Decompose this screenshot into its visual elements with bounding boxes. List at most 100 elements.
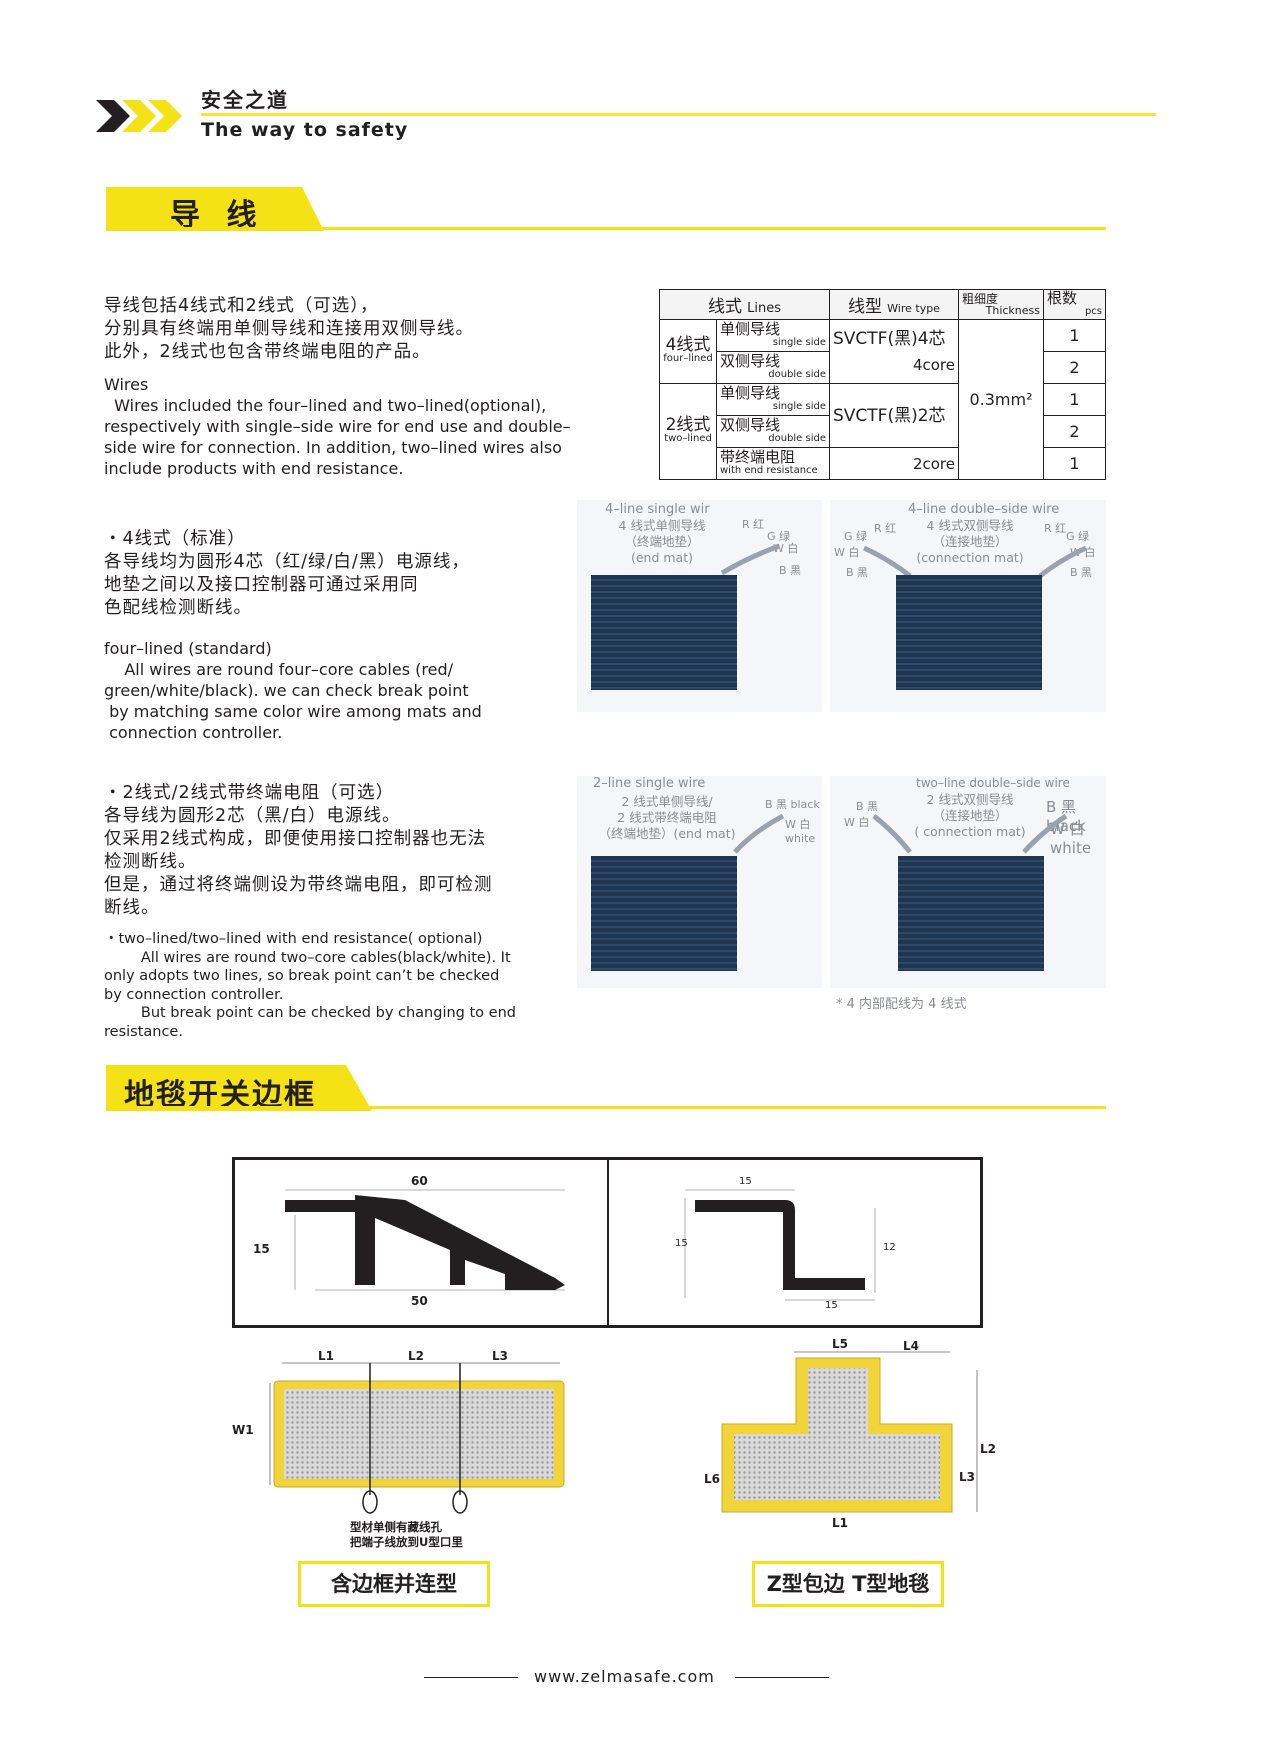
two-zh-5: 但是，通过将终端侧设为带终端电阻，即可检测 [104, 875, 493, 895]
wire-r-label: R 红 [742, 518, 765, 531]
wire-b-label: B 黑 [856, 800, 879, 813]
header-rule [201, 113, 1156, 116]
intro-en-1: Wires included the four–lined and two–li… [104, 396, 547, 415]
mat2-caption: 4–line double–side wire [908, 502, 1060, 517]
section-bar-frame [106, 1065, 372, 1111]
row1-pcs: 1 [1043, 319, 1106, 352]
mat-image-two-single: 2–line single wire 2 线式单侧导线/2 线式带终端电阻（终端… [577, 776, 822, 988]
wire-b-label: B 黑 [779, 564, 802, 577]
mat3-caption: 2–line single wire [593, 776, 706, 791]
two-zh-6: 断线。 [104, 898, 160, 918]
two-lined-text: ・2线式/2线式带终端电阻（可选） 各导线为圆形2芯（黑/白）电源线。 仅采用2… [104, 782, 584, 1041]
wire-g-label: G 绿 [767, 530, 791, 543]
wire-w-label-right: W 白 [1070, 546, 1096, 559]
four-zh-3: 地垫之间以及接口控制器可通过采用同 [104, 575, 419, 595]
four-en-1: four–lined (standard) [104, 639, 272, 658]
wire-b-label-right: B 黑 [1070, 566, 1093, 579]
t-l1: L1 [832, 1516, 848, 1530]
mat-image-two-double: two–line double–side wire 2 线式双侧导线（连接地垫）… [830, 776, 1106, 988]
mat4-caption: two–line double–side wire [916, 776, 1070, 790]
th-type: 线型 Wire type [829, 289, 959, 320]
wire-b-label: B 黑 [846, 566, 869, 579]
mat-panel [591, 856, 737, 971]
row4-pcs: 2 [1043, 415, 1106, 448]
intro-en-4: include products with end resistance. [104, 459, 404, 478]
two-type-cell: SVCTF(黑)2芯 [829, 383, 959, 448]
terminal-loops-icon [362, 1490, 468, 1514]
wire-g-label-right: G 绿 [1066, 530, 1090, 543]
profile-right-drawing [684, 1189, 876, 1301]
caption-t-mat: Z型包边 T型地毯 [752, 1561, 944, 1607]
t-l4: L4 [903, 1339, 919, 1353]
brand-title-zh: 安全之道 [201, 88, 289, 112]
mat1-caption: 4–line single wir [605, 502, 710, 517]
intro-en-title: Wires [104, 375, 149, 394]
mat-panel [898, 856, 1044, 971]
section-rule-frame [106, 1106, 1106, 1109]
rect-l2: L2 [408, 1349, 424, 1363]
dim-r-bottom: 15 [825, 1300, 838, 1311]
mat-image-four-single: 4–line single wir 4 线式单侧导线（终端地垫）(end mat… [577, 500, 822, 712]
t-l3: L3 [959, 1470, 975, 1484]
rect-w1: W1 [232, 1423, 254, 1437]
intro-zh-1: 导线包括4线式和2线式（可选）， [104, 296, 379, 316]
thickness-cell: 0.3mm² [958, 319, 1044, 480]
wire-r-label-right: R 红 [1044, 522, 1067, 535]
intro-zh-3: 此外，2线式也包含带终端电阻的产品。 [104, 342, 431, 362]
two-en-3: only adopts two lines, so break point ca… [104, 968, 500, 984]
cable-icon [872, 813, 1068, 854]
four-en-5: connection controller. [104, 723, 283, 742]
wire-w-white-label: W 白 white [1050, 820, 1092, 857]
section-rule-wires [106, 227, 1106, 230]
t-l2: L2 [980, 1442, 996, 1456]
four-zh-4: 色配线检测断线。 [104, 598, 252, 618]
divider [607, 1160, 609, 1325]
two-zh-2: 各导线为圆形2芯（黑/白）电源线。 [104, 806, 401, 826]
dim-bottom: 50 [411, 1294, 428, 1308]
dim-r-right: 12 [883, 1242, 896, 1253]
wire-g-label: G 绿 [844, 530, 868, 543]
cable-icon [862, 545, 1088, 578]
dim-r-left: 15 [675, 1238, 688, 1249]
intro-en-2: respectively with single–side wire for e… [104, 417, 571, 436]
wire-b-black-label: B 黑 black [765, 798, 820, 811]
two-en-2: All wires are round two–core cables(blac… [104, 949, 511, 966]
footer-url[interactable]: www.zelmasafe.com [534, 1667, 715, 1686]
two-en-6: resistance. [104, 1023, 183, 1040]
th-lines: 线式 Lines [659, 289, 830, 320]
mat3-label: 2 线式单侧导线/2 线式带终端电阻（终端地垫）(end mat) [598, 794, 736, 841]
t-l6: L6 [704, 1472, 720, 1486]
t-mat-drawing [721, 1351, 978, 1513]
intro-zh-2: 分别具有终端用单侧导线和连接用双侧导线。 [104, 319, 474, 339]
two-zh-4: 检测断线。 [104, 852, 197, 872]
four-lined-text: ・4线式（标准） 各导线均为圆形4芯（红/绿/白/黑）电源线， 地垫之间以及接口… [104, 528, 584, 743]
four-en-3: green/white/black). we can check break p… [104, 681, 469, 700]
rect-note: 型材单侧有藏线孔 把端子线放到U型口里 [350, 1520, 463, 1549]
rect-l3: L3 [492, 1349, 508, 1363]
row2-pcs: 2 [1043, 351, 1106, 384]
framed-mat-drawing [269, 1362, 565, 1495]
wire-w-label: W 白 [773, 542, 799, 555]
wire-w-white-label: W 白 white [785, 818, 816, 845]
intro-en-3: side wire for connection. In addition, t… [104, 438, 562, 457]
footer-rule-left [424, 1677, 518, 1678]
dim-side: 15 [253, 1242, 270, 1256]
row5-pcs: 1 [1043, 447, 1106, 480]
mat-image-four-double: 4–line double–side wire 4 线式双侧导线（连接地垫）(c… [830, 500, 1106, 712]
mat2-label: 4 线式双侧导线（连接地垫）(connection mat) [916, 518, 1024, 565]
brand-title-en: The way to safety [201, 119, 409, 141]
footer-rule-right [735, 1677, 829, 1678]
